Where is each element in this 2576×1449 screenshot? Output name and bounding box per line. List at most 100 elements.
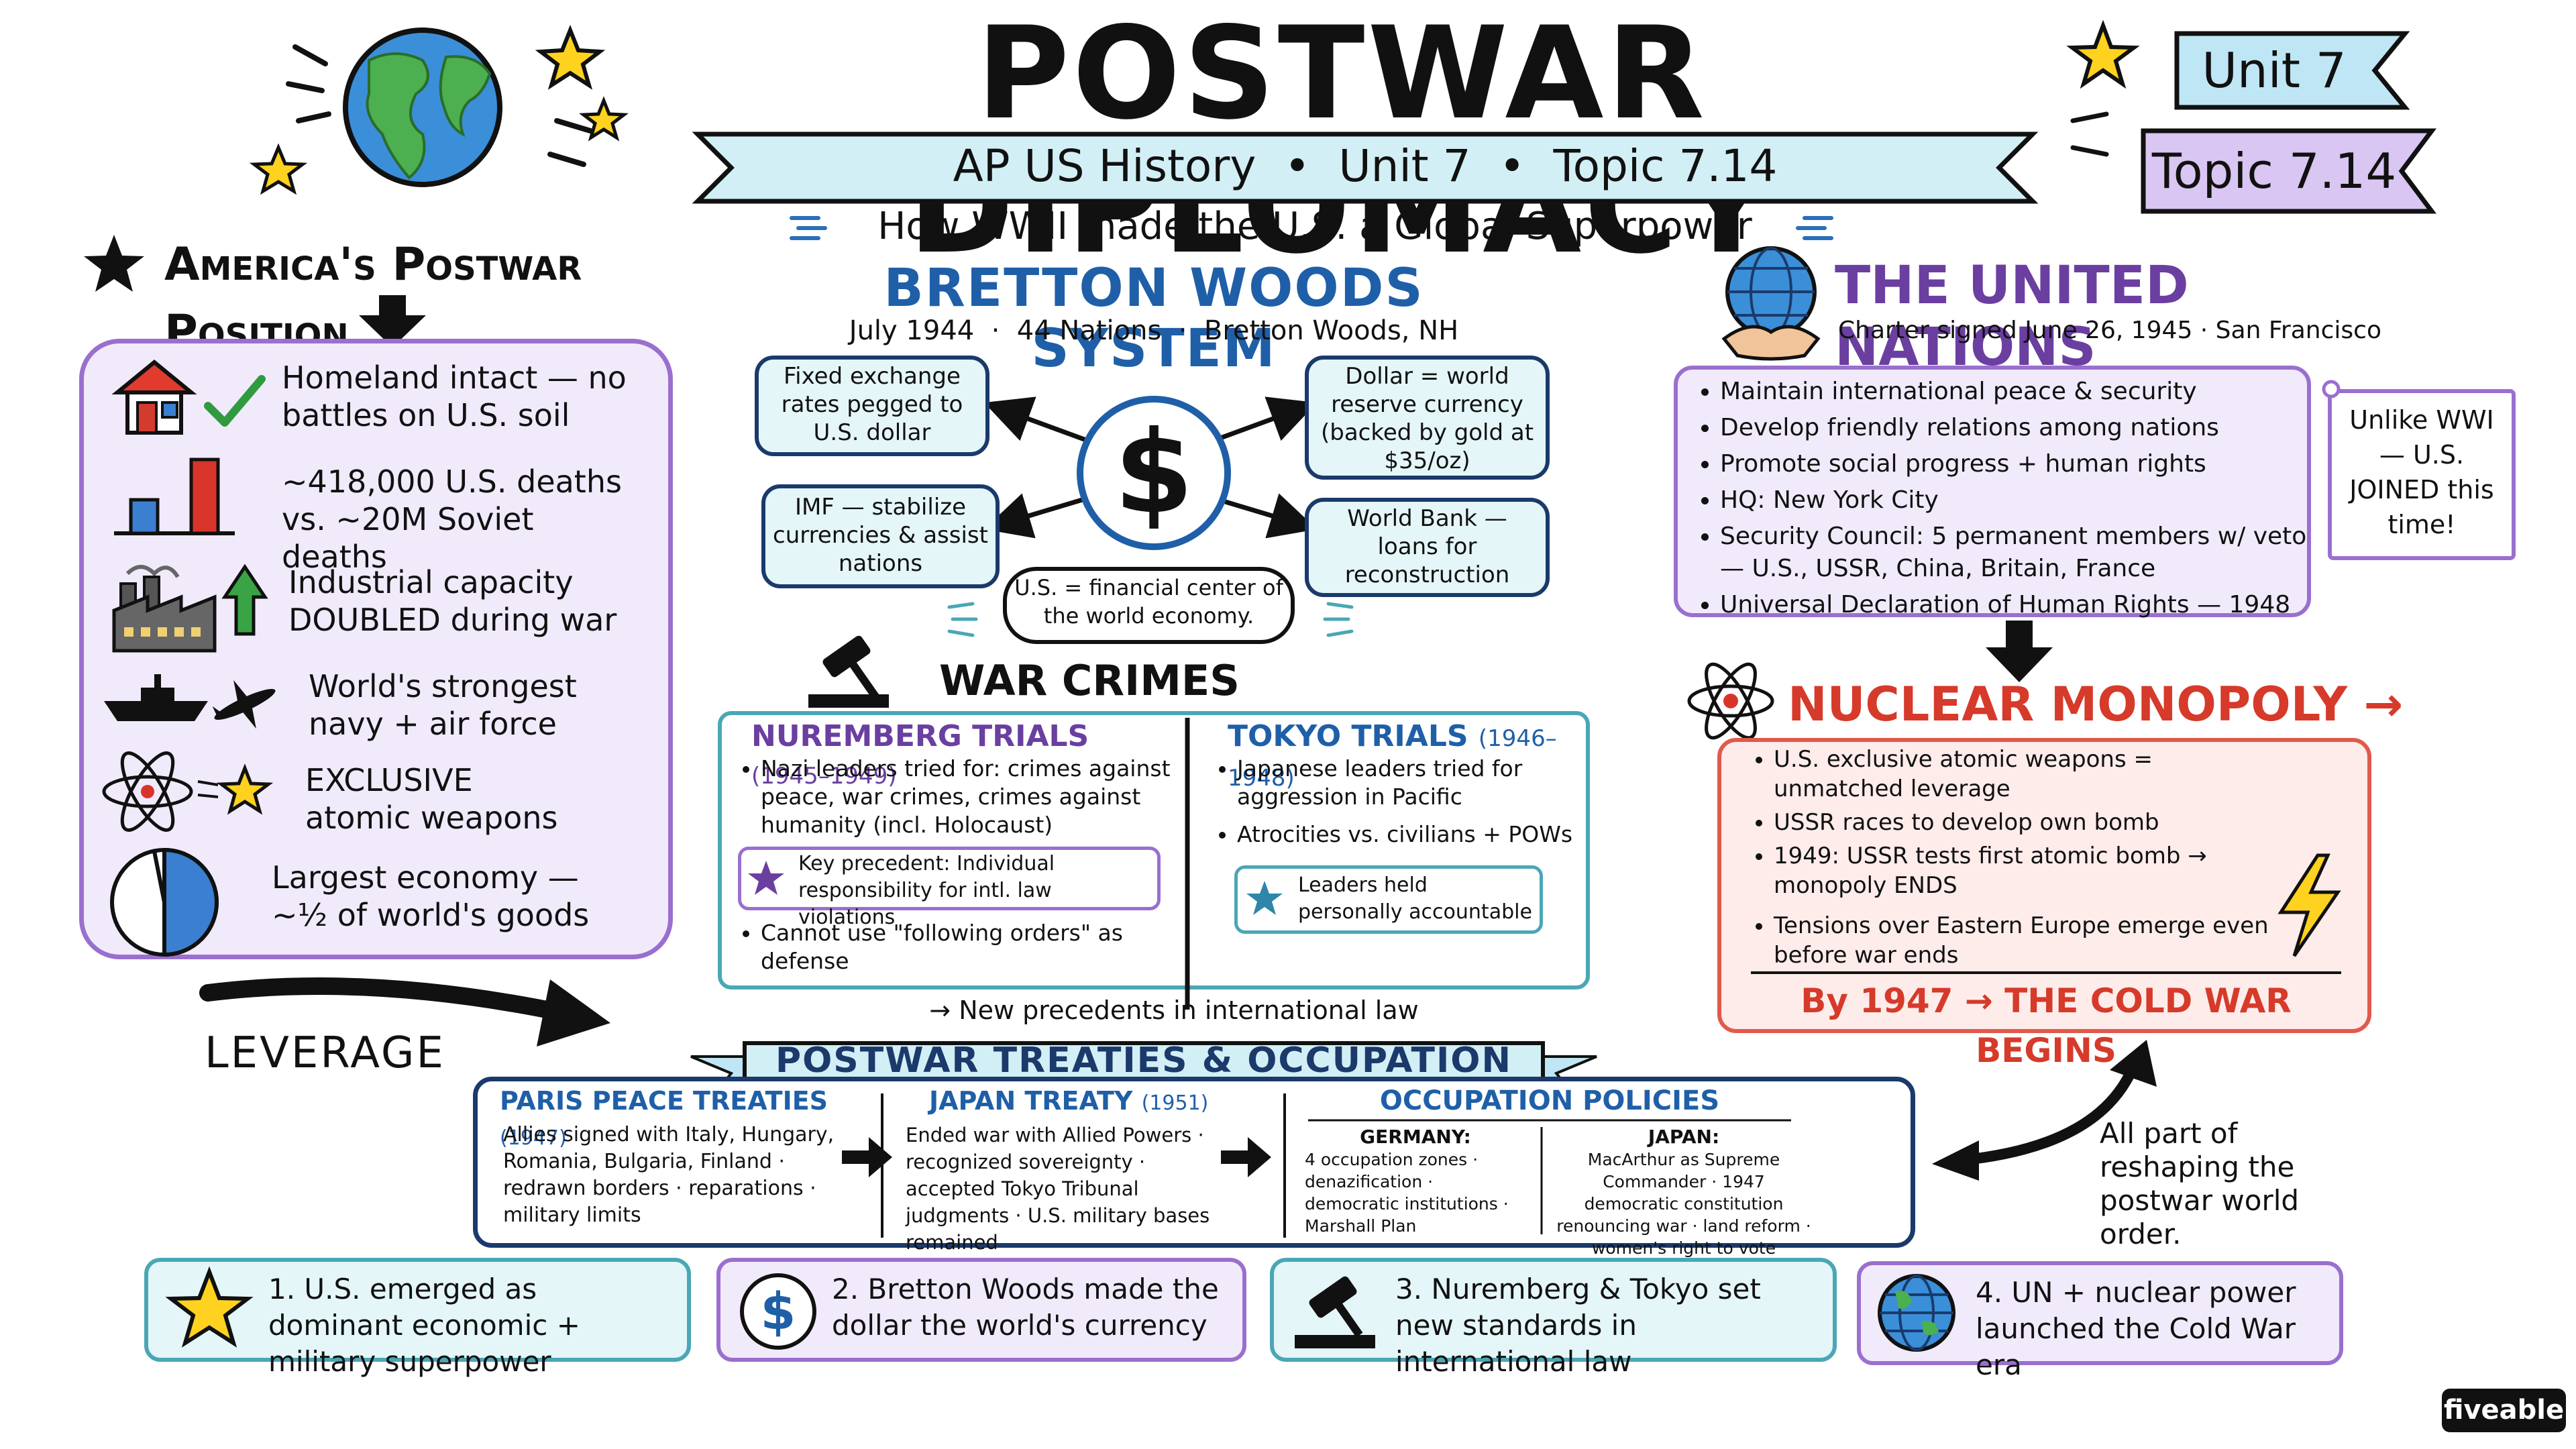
financial-center-box — [1003, 567, 1295, 644]
tokyo-title-text: TOKYO TRIALS — [1228, 719, 1468, 753]
bretton-heading: BRETTON WOODS SYSTEM — [883, 258, 1424, 379]
tokyo-years: (1946–1948) — [1228, 725, 1557, 792]
tokyo-bullet-2: Atrocities vs. civilians + POWs — [1237, 820, 1613, 849]
takeaway-1: 1. U.S. emerged as dominant economic + m… — [268, 1273, 580, 1378]
brand-logo: fiveable — [2443, 1395, 2565, 1426]
treaty-divider-2 — [1283, 1093, 1286, 1238]
half-pie-icon — [110, 847, 219, 957]
gavel-icon — [1295, 1276, 1375, 1348]
fixed-exchange-text: Fixed exchange rates pegged to U.S. doll… — [781, 363, 963, 446]
dollar-icon: $ — [740, 1273, 816, 1350]
germany-label: GERMANY: — [1360, 1126, 1471, 1148]
trials-footer: → New precedents in international law — [929, 996, 1419, 1025]
nuremberg-callout-text: Key precedent: Individual responsibility… — [798, 852, 1055, 929]
nuclear-conclusion: By 1947 → THE COLD WAR BEGINS — [1801, 981, 2292, 1070]
nuclear-box — [1717, 738, 2371, 1033]
japan-treaty-text: Ended war with Allied Powers · recognize… — [906, 1124, 1210, 1254]
decor-lines — [2070, 111, 2109, 157]
globe-handshake-icon — [1721, 246, 1821, 361]
occupation-title: OCCUPATION POLICIES — [1379, 1085, 1720, 1116]
nuclear-bullet-4: Tensions over Eastern Europe emerge even… — [1774, 911, 2284, 970]
worldbank-text: World Bank — loans for reconstruction — [1344, 505, 1510, 588]
star-icon — [2066, 19, 2140, 89]
un-bullet-2: Develop friendly relations among nations — [1720, 412, 2324, 444]
takeaway-3: 3. Nuremberg & Tokyo set new standards i… — [1395, 1273, 1761, 1378]
dollar-reserve-box — [1305, 356, 1550, 480]
un-bullet-6: Universal Declaration of Human Rights — … — [1720, 589, 2324, 621]
nuclear-list: U.S. exclusive atomic weapons = unmatche… — [1744, 745, 2284, 974]
paris-year: (1947) — [500, 1126, 567, 1150]
un-list: Maintain international peace & security … — [1690, 376, 2324, 625]
arrow-right-icon — [842, 1137, 892, 1177]
arrow-down-icon — [359, 295, 426, 347]
nuremberg-bullet-1: Nazi leaders tried for: crimes against p… — [761, 755, 1197, 839]
nuremberg-callout — [738, 847, 1161, 910]
treaties-box — [473, 1077, 1915, 1248]
paris-text: Allies signed with Italy, Hungary, Roman… — [503, 1123, 835, 1227]
un-subline: Charter signed June 26, 1945 · San Franc… — [1838, 317, 2381, 344]
star-icon — [165, 1266, 254, 1348]
position-item-6: Largest economy — ~½ of world's goods — [272, 859, 590, 933]
lightning-icon — [2277, 853, 2341, 957]
takeaway-4: 4. UN + nuclear power launched the Cold … — [1976, 1276, 2296, 1381]
japan-treaty-year: (1951) — [1141, 1091, 1209, 1115]
star-icon — [84, 235, 144, 292]
nuremberg-list-1: Nazi leaders tried for: crimes against p… — [731, 755, 1197, 843]
globe-icon — [1878, 1274, 1955, 1352]
position-item-2: ~418,000 U.S. deaths vs. ~20M Soviet dea… — [282, 464, 622, 575]
atom-star-icon — [102, 751, 274, 832]
globe-icon — [249, 24, 629, 195]
star-icon — [1246, 881, 1283, 915]
japan-treaty-title: JAPAN TREATY (1951) — [929, 1083, 1265, 1121]
topic-tag-label: Topic 7.14 — [2151, 143, 2397, 199]
nuremberg-list-2: Cannot use "following orders" as defense — [731, 919, 1197, 979]
subtitle-ribbon — [692, 131, 2039, 204]
ship-plane-icon — [104, 674, 276, 729]
position-item-4: World's strongest navy + air force — [309, 668, 577, 742]
leverage-label: LEVERAGE — [205, 1028, 445, 1078]
occupation-divider — [1540, 1127, 1543, 1234]
pin-icon — [2322, 380, 2341, 398]
arrow-right-icon — [1221, 1137, 1271, 1177]
dollar-icon — [1077, 396, 1231, 550]
un-box — [1674, 366, 2311, 617]
svg-text:$: $ — [761, 1281, 796, 1341]
tokyo-title: TOKYO TRIALS (1946–1948) — [1228, 718, 1576, 797]
japan-occupation-text: MacArthur as Supreme Commander · 1947 de… — [1556, 1150, 1811, 1258]
tokyo-bullet-1: Japanese leaders tried for aggression in… — [1237, 755, 1613, 811]
un-note-box — [2328, 389, 2516, 560]
factory-icon — [112, 564, 268, 653]
reshaping-note: All part of reshaping the postwar world … — [2100, 1117, 2300, 1250]
tokyo-list: Japanese leaders tried for aggression in… — [1208, 755, 1613, 853]
nuremberg-bullet-2: Cannot use "following orders" as defense — [761, 919, 1197, 975]
paris-title-text: PARIS PEACE TREATIES — [500, 1086, 828, 1116]
unit-tag-label: Unit 7 — [2202, 42, 2347, 99]
gavel-icon — [808, 635, 889, 708]
nuremberg-title: NUREMBERG TRIALS (1945–1949) — [751, 718, 1167, 795]
atom-icon — [1687, 662, 1774, 740]
brand-badge — [2442, 1389, 2566, 1432]
tagline-marks — [790, 216, 1833, 240]
bar-comparison-icon — [114, 458, 235, 535]
trials-divider — [1185, 718, 1190, 1010]
paris-title: PARIS PEACE TREATIES (1947) — [500, 1083, 902, 1156]
un-note: Unlike WWI — U.S. JOINED this time! — [2349, 405, 2494, 539]
nuclear-bullet-2: USSR races to develop own bomb — [1774, 808, 2284, 837]
position-item-3: Industrial capacity DOUBLED during war — [288, 564, 617, 638]
nuclear-bullet-3: 1949: USSR tests first atomic bomb → mon… — [1774, 841, 2284, 900]
house-check-icon — [111, 360, 266, 435]
dollar-symbol: $ — [1114, 407, 1194, 539]
fixed-exchange-box — [755, 356, 989, 456]
un-bullet-4: HQ: New York City — [1720, 484, 2324, 517]
takeaway-2: 2. Bretton Woods made the dollar the wor… — [832, 1273, 1219, 1342]
topic-tag — [2141, 128, 2436, 214]
japan-occupation-label: JAPAN: — [1648, 1126, 1720, 1148]
leverage-arrow — [199, 977, 610, 1046]
un-bullet-3: Promote social progress + human rights — [1720, 448, 2324, 480]
arrow-down-icon — [1986, 621, 2053, 682]
tagline: How WWII made the U.S. a Global Superpow… — [877, 205, 1752, 248]
bretton-subline: July 1944 · 44 Nations · Bretton Woods, … — [849, 315, 1459, 346]
nuremberg-years: (1945–1949) — [751, 763, 897, 790]
dollar-reserve-text: Dollar = world reserve currency (backed … — [1320, 363, 1534, 474]
bretton-connectors — [983, 396, 1318, 539]
